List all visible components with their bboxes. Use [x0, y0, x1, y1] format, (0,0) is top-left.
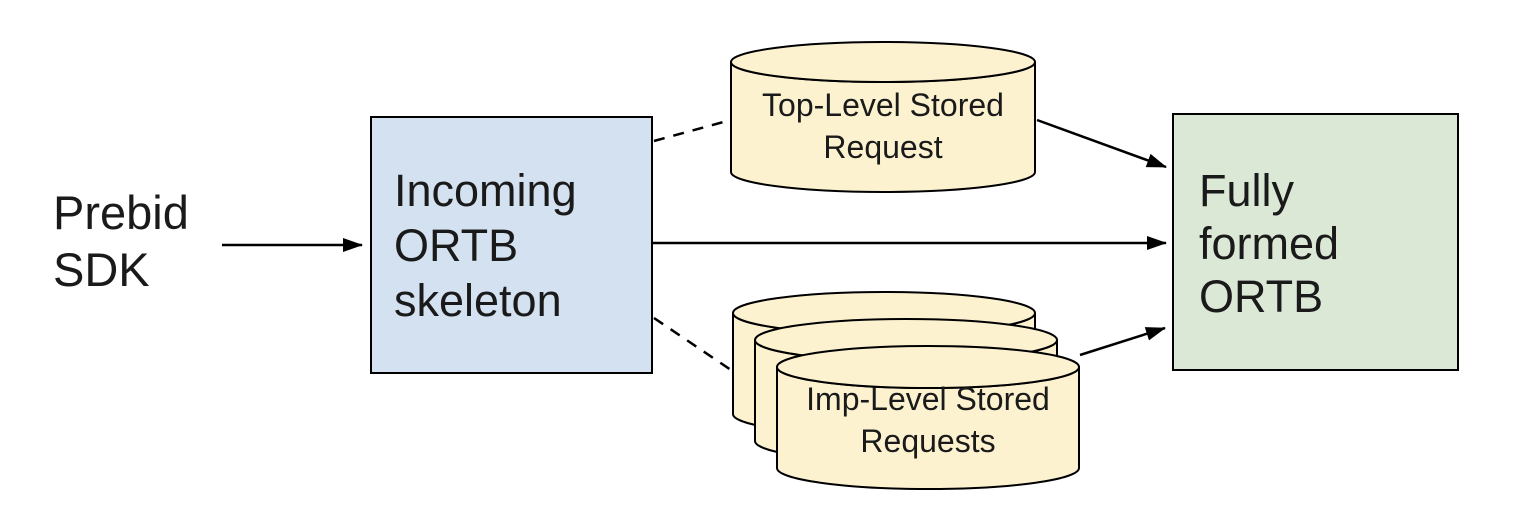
top-level-cylinder: [730, 41, 1036, 193]
cylinder-top: [730, 41, 1036, 83]
imp-level-stored-requests-label: Imp-Level Stored Requests: [806, 381, 1050, 459]
fully-formed-ortb-box: [1172, 113, 1459, 371]
edge-incoming-to-implevel-dashed: [653, 316, 732, 372]
cylinder-top: [776, 345, 1080, 389]
incoming-ortb-label: Incoming ORTB skeleton: [394, 165, 577, 326]
edge-implevel-to-fully-formed: [1079, 326, 1166, 357]
edge-incoming-to-toplevel-dashed: [653, 119, 728, 143]
fully-formed-ortb-label: Fully formed ORTB: [1199, 165, 1340, 322]
top-level-stored-request-label: Top-Level Stored Request: [762, 87, 1004, 165]
imp-level-cylinder-front: [776, 345, 1080, 490]
incoming-ortb-box: [370, 116, 653, 374]
prebid-sdk-label: Prebid SDK: [53, 186, 189, 296]
edge-toplevel-to-fully-formed: [1036, 118, 1167, 169]
